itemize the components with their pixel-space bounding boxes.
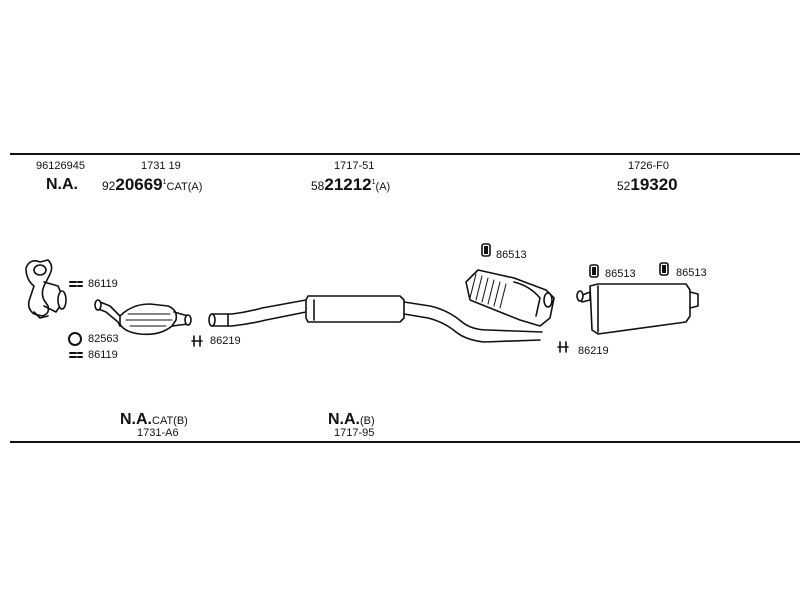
code-main: 19320	[630, 175, 678, 194]
ring-icon-82563	[68, 332, 82, 346]
part-label-86119-a: 86119	[88, 278, 118, 290]
na-cat-b: N.A.CAT(B)	[120, 412, 188, 428]
rear-box	[465, 269, 555, 327]
clamp-icon-86119-a	[69, 281, 83, 287]
pipe-to-rear	[403, 301, 543, 343]
ref-1731-a6: 1731-A6	[137, 427, 179, 439]
code-prefix: 92	[102, 179, 116, 193]
middle-silencer	[305, 295, 405, 323]
code-suffix: (A)	[375, 181, 391, 193]
clamp-icon-86119-b	[69, 352, 83, 358]
na-label-col1: N.A.	[46, 176, 78, 193]
code-sup: 1	[371, 179, 376, 186]
ref-1717-51: 1717-51	[334, 160, 375, 172]
part-label-86513-a: 86513	[496, 249, 527, 261]
code-main: 20669	[115, 175, 163, 194]
bottom-rule	[10, 441, 800, 443]
na-mid-b: N.A.(B)	[328, 412, 375, 428]
part-label-86219-a: 86219	[210, 335, 241, 347]
ref-96126945: 96126945	[36, 160, 85, 172]
code-prefix: 58	[311, 179, 325, 193]
top-rule	[10, 153, 800, 155]
na-suffix: (B)	[360, 415, 375, 427]
clamp-icon-86219-b	[557, 341, 569, 353]
na-label: N.A.	[328, 411, 360, 428]
rubber-mount-icon-86513-b	[589, 264, 599, 278]
part-label-86513-c: 86513	[676, 267, 707, 279]
rear-silencer	[576, 283, 699, 335]
rubber-mount-icon-86513-c	[659, 262, 669, 276]
ref-1717-95: 1717-95	[334, 427, 375, 439]
rubber-mount-icon-86513-a	[481, 243, 491, 257]
clamp-icon-86219-a	[191, 335, 203, 347]
catalytic-converter	[94, 299, 192, 336]
na-suffix: CAT(B)	[152, 415, 188, 427]
part-label-82563: 82563	[88, 333, 119, 345]
na-label: N.A.	[120, 411, 152, 428]
ref-173119: 1731 19	[141, 160, 181, 172]
code-rear: 5219320	[617, 176, 678, 194]
code-main: 21212	[324, 175, 372, 194]
code-sup: 1	[162, 179, 167, 186]
code-middle-a: 58212121(A)	[311, 176, 390, 194]
code-suffix: CAT(A)	[166, 181, 203, 193]
exhaust-manifold	[25, 259, 67, 319]
code-catalytic-a: 92206691CAT(A)	[102, 176, 202, 194]
intermediate-pipe	[208, 299, 307, 327]
code-prefix: 52	[617, 179, 631, 193]
ref-1726-f0: 1726-F0	[628, 160, 669, 172]
part-label-86219-b: 86219	[578, 345, 609, 357]
part-label-86119-b: 86119	[88, 349, 118, 361]
part-label-86513-b: 86513	[605, 268, 636, 280]
